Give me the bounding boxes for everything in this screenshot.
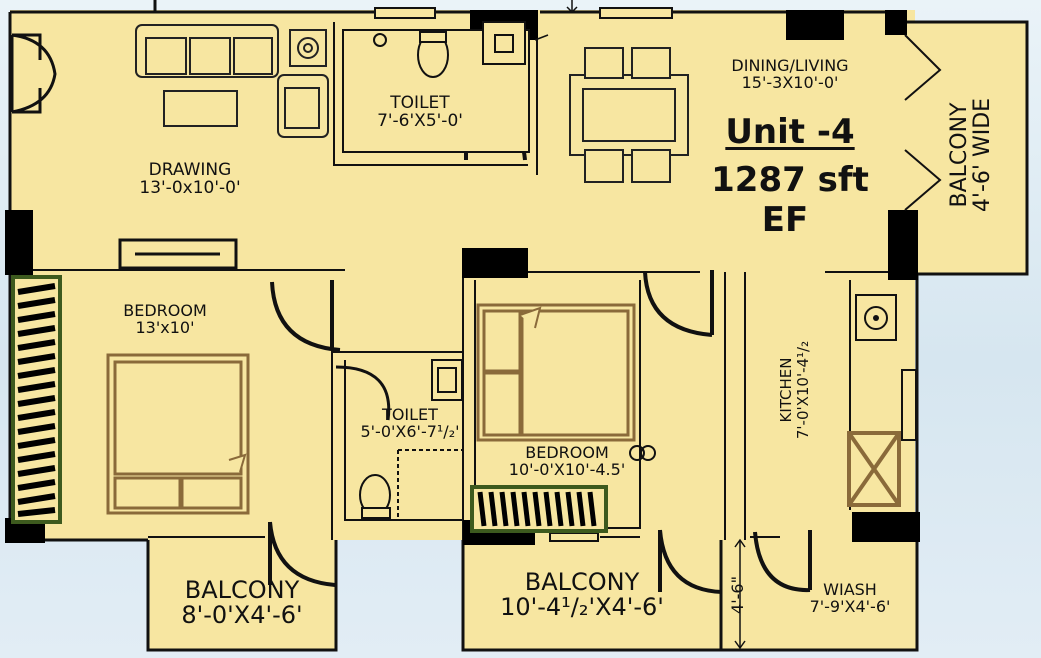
drawing-room-name: DRAWING bbox=[148, 160, 232, 180]
window bbox=[374, 7, 436, 19]
bedroom-left-name: BEDROOM bbox=[123, 301, 207, 320]
kitchen-fixtures bbox=[847, 294, 901, 507]
toilet-top-fixtures bbox=[342, 21, 530, 153]
bedroom-mid-symbol bbox=[629, 445, 656, 461]
bedroom-mid-dims: 10'-0'X10'-4.5' bbox=[508, 459, 626, 479]
dining-living-dims: 15'-3X10'-0' bbox=[741, 72, 839, 92]
balcony-left-name: BALCONY bbox=[184, 576, 300, 604]
toilet-top-label: TOILET 7'-6'X5'-0' bbox=[345, 93, 495, 131]
balcony-left-dims: 8'-0'X4'-6' bbox=[181, 601, 303, 630]
unit-type: EF bbox=[761, 200, 809, 240]
outer-walls bbox=[8, 0, 1029, 652]
pillar bbox=[462, 248, 528, 278]
window bbox=[901, 369, 917, 441]
bed-mid bbox=[476, 303, 636, 442]
bedroom-left-label: BEDROOM 13'x10' bbox=[100, 301, 230, 337]
pillar bbox=[888, 210, 918, 280]
dining-living-label: DINING/LIVING 15'-3X10'-0' bbox=[715, 56, 865, 92]
pillar bbox=[852, 512, 920, 542]
drawing-room-dims: 13'-0x10'-0' bbox=[139, 177, 241, 198]
windows bbox=[374, 7, 917, 542]
toilet-top-name: TOILET bbox=[390, 93, 450, 113]
bedroom-mid-label: BEDROOM 10'-0'X10'-4.5' bbox=[487, 443, 647, 479]
sofa-set bbox=[135, 24, 329, 138]
wash-door bbox=[753, 530, 812, 593]
unit-area: 1287 sft bbox=[711, 160, 869, 200]
window bbox=[599, 7, 673, 19]
drawing-room-label: DRAWING 13'-0x10'-0' bbox=[110, 160, 270, 198]
balcony-mid-door bbox=[658, 529, 723, 594]
toilet-mid-fixtures bbox=[359, 359, 463, 520]
bed-left bbox=[106, 353, 250, 515]
toilet-top-dims: 7'-6'X5'-0' bbox=[377, 110, 463, 131]
balcony-right-label: BALCONY 4'-6' WIDE bbox=[947, 95, 996, 215]
dimension-line bbox=[734, 538, 746, 650]
main-entry-door bbox=[10, 33, 57, 114]
dining-living-name: DINING/LIVING bbox=[731, 56, 849, 75]
balcony-right-door bbox=[904, 34, 942, 211]
balcony-mid-name: BALCONY bbox=[524, 568, 640, 596]
pillar bbox=[5, 210, 33, 275]
wash-dims: 7'-9'X4'-6' bbox=[809, 596, 891, 616]
kitchen-dims: 7'-0'X10'-4¹/₂ bbox=[793, 340, 812, 440]
mid-wardrobe bbox=[470, 485, 608, 533]
toilet-mid-door bbox=[335, 365, 391, 421]
unit-title: Unit -4 bbox=[725, 112, 855, 152]
balcony-left-label: BALCONY 8'-0'X4'-6' bbox=[152, 576, 332, 630]
tv-unit bbox=[118, 238, 238, 270]
balcony-right-name: BALCONY bbox=[947, 102, 972, 208]
window bbox=[549, 532, 599, 542]
bedroom-mid-name: BEDROOM bbox=[525, 443, 609, 462]
bedroom-left-door bbox=[270, 280, 341, 352]
balcony-mid-dims: 10'-4¹/₂'X4'-6' bbox=[500, 593, 664, 622]
wash-label: WIASH 7'-9'X4'-6' bbox=[790, 580, 910, 616]
pillar bbox=[786, 10, 844, 40]
toilet-mid-label: TOILET 5'-0'X6'-7¹/₂' bbox=[345, 405, 475, 441]
dimension-note: 4'-6" bbox=[728, 576, 747, 614]
balcony-right-dims: 4'-6' WIDE bbox=[970, 97, 996, 213]
pillar bbox=[885, 10, 907, 35]
toilet-mid-name: TOILET bbox=[382, 405, 438, 424]
balcony-left-door bbox=[268, 521, 336, 587]
kitchen-name: KITCHEN bbox=[777, 357, 795, 423]
bedroom-left-dims: 13'x10' bbox=[135, 317, 195, 337]
dining-table bbox=[569, 47, 689, 183]
balcony-mid-label: BALCONY 10'-4¹/₂'X4'-6' bbox=[482, 568, 682, 622]
kitchen-label: KITCHEN 7'-0'X10'-4¹/₂ bbox=[777, 310, 812, 470]
wash-name: WIASH bbox=[823, 580, 877, 599]
toilet-mid-dims: 5'-0'X6'-7¹/₂' bbox=[360, 421, 460, 441]
wardrobe-left bbox=[11, 275, 62, 524]
bedroom-mid-door bbox=[643, 270, 714, 337]
